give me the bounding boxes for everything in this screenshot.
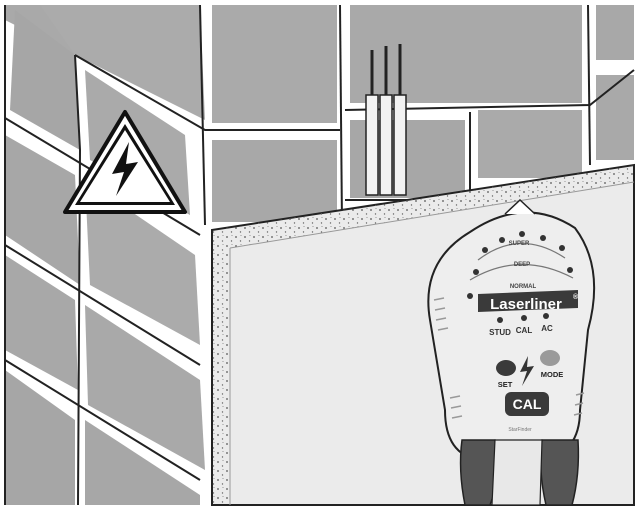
right-grip: [539, 439, 580, 506]
led-indicator: [519, 231, 525, 237]
brick: [212, 140, 337, 222]
indicator-ac: AC: [541, 324, 553, 333]
cal-button-label: CAL: [513, 396, 542, 412]
cal-button: [505, 392, 549, 416]
indicator-stud: STUD: [489, 328, 511, 337]
brick: [478, 110, 582, 178]
left-grip: [459, 439, 498, 506]
set-button: [496, 360, 516, 376]
set-label: SET: [498, 380, 513, 389]
mode-label: MODE: [541, 370, 564, 379]
depth-mode-deep: DEEP: [514, 262, 530, 268]
brick: [40, 5, 205, 120]
brick: [596, 75, 634, 160]
brand-logo: Laserliner: [490, 296, 562, 313]
mode-button: [540, 350, 560, 366]
brick: [10, 10, 80, 150]
led-indicator: [521, 315, 527, 321]
led-indicator: [559, 245, 565, 251]
led-indicator: [473, 269, 479, 275]
led-indicator: [540, 235, 546, 241]
brick: [212, 5, 337, 123]
led-indicator: [567, 267, 573, 273]
electric-cables: [365, 44, 407, 196]
ac-warning-icon: [520, 356, 534, 386]
brick: [85, 420, 200, 505]
led-indicator: [499, 237, 505, 243]
led-indicator: [482, 247, 488, 253]
brick: [596, 5, 634, 60]
brick: [5, 370, 75, 505]
brick: [5, 135, 80, 285]
led-indicator: [467, 293, 473, 299]
brick: [85, 305, 205, 470]
led-indicator: [497, 317, 503, 323]
indicator-cal: CAL: [516, 326, 533, 335]
model-stamp: StarFinder: [508, 427, 532, 433]
depth-mode-normal: NORMAL: [510, 284, 537, 290]
registered-mark: ®: [573, 293, 579, 301]
brick: [85, 180, 200, 345]
brick: [5, 255, 78, 390]
wall-scanner-device: SUPER DEEP NORMAL Laserliner ® STUD CAL …: [427, 198, 596, 506]
depth-mode-super: SUPER: [509, 241, 530, 247]
led-indicator: [543, 313, 549, 319]
brick: [350, 5, 582, 103]
high-voltage-warning-icon: [63, 110, 187, 214]
